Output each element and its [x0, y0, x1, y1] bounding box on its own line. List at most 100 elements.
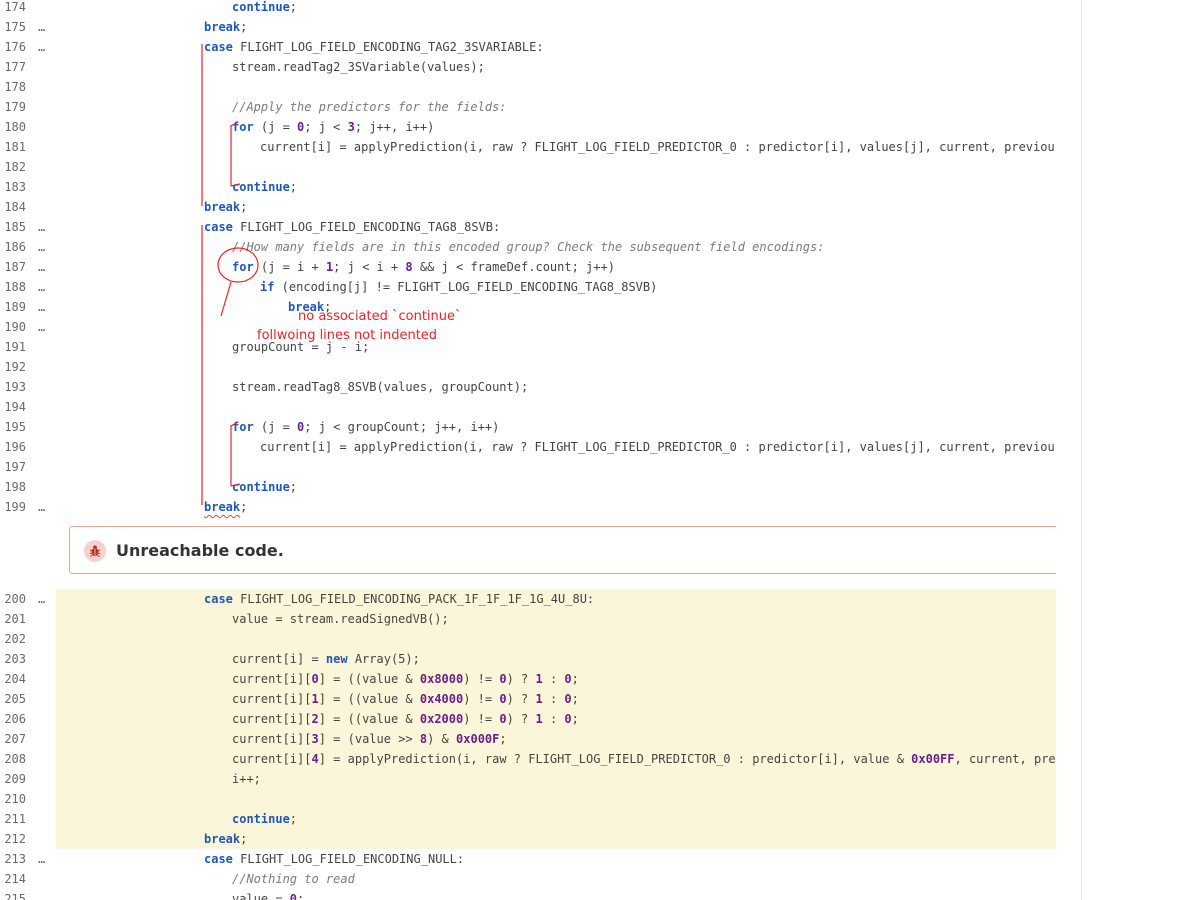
- gutter: [0, 749, 56, 769]
- line-number[interactable]: 188: [4, 280, 26, 294]
- code-line: 175 … break;: [0, 17, 1056, 37]
- line-number[interactable]: 184: [4, 200, 26, 214]
- gutter: [0, 829, 56, 849]
- line-number[interactable]: 178: [4, 80, 26, 94]
- code-line: 182: [0, 157, 1056, 177]
- line-number[interactable]: 181: [4, 140, 26, 154]
- line-number[interactable]: 201: [4, 612, 26, 626]
- line-number[interactable]: 180: [4, 120, 26, 134]
- code-token: 1: [535, 712, 543, 726]
- code-token: case: [204, 220, 233, 234]
- code-token: ; j++, i++): [354, 120, 435, 134]
- line-number[interactable]: 179: [4, 100, 26, 114]
- code-token: 1: [325, 260, 334, 274]
- more-options-icon[interactable]: …: [38, 240, 45, 254]
- more-options-icon[interactable]: …: [38, 320, 45, 334]
- issue-message-box[interactable]: Unreachable code.: [69, 526, 1056, 574]
- code-token: ;: [240, 20, 248, 34]
- code-token: value =: [232, 892, 290, 900]
- code-token: 1: [311, 692, 319, 706]
- more-options-icon[interactable]: …: [38, 260, 45, 274]
- code-text: break;: [204, 829, 247, 849]
- more-options-icon[interactable]: …: [38, 220, 45, 234]
- code-token: ] = applyPrediction(i, raw ? FLIGHT_LOG_…: [318, 752, 912, 766]
- line-number[interactable]: 185: [4, 220, 26, 234]
- code-text: //Nothing to read: [232, 869, 355, 889]
- code-line: 179 //Apply the predictors for the fields…: [0, 97, 1056, 117]
- line-number[interactable]: 207: [4, 732, 26, 746]
- code-token: 0: [297, 120, 305, 134]
- code-line: 212 break;: [0, 829, 1056, 849]
- code-token: current[i][: [232, 712, 312, 726]
- code-token: 0: [564, 672, 572, 686]
- line-number[interactable]: 189: [4, 300, 26, 314]
- more-options-icon[interactable]: …: [38, 592, 45, 606]
- code-text: current[i][1] = ((value & 0x4000) != 0) …: [232, 689, 579, 709]
- code-token: ] = ((value &: [318, 712, 420, 726]
- code-text: case FLIGHT_LOG_FIELD_ENCODING_PACK_1F_1…: [204, 589, 594, 609]
- code-token: 0x00FF: [911, 752, 955, 766]
- code-text: for (j = i + 1; j < i + 8 && j < frameDe…: [232, 257, 615, 277]
- code-token: ; j <: [304, 120, 348, 134]
- line-number[interactable]: 183: [4, 180, 26, 194]
- code-token: 3: [311, 732, 319, 746]
- more-options-icon[interactable]: …: [38, 852, 45, 866]
- line-number[interactable]: 203: [4, 652, 26, 666]
- line-number[interactable]: 186: [4, 240, 26, 254]
- code-text: break;: [204, 17, 247, 37]
- more-options-icon[interactable]: …: [38, 280, 45, 294]
- line-number[interactable]: 212: [4, 832, 26, 846]
- line-number[interactable]: 209: [4, 772, 26, 786]
- line-number[interactable]: 176: [4, 40, 26, 54]
- line-number[interactable]: 192: [4, 360, 26, 374]
- line-number[interactable]: 202: [4, 632, 26, 646]
- line-number[interactable]: 204: [4, 672, 26, 686]
- line-number[interactable]: 200: [4, 592, 26, 606]
- code-text: current[i][2] = ((value & 0x2000) != 0) …: [232, 709, 579, 729]
- code-token: :: [542, 712, 565, 726]
- line-number[interactable]: 197: [4, 460, 26, 474]
- line-number[interactable]: 211: [4, 812, 26, 826]
- line-number[interactable]: 191: [4, 340, 26, 354]
- code-token: ;: [240, 200, 248, 214]
- code-token: 0: [564, 692, 572, 706]
- line-number[interactable]: 199: [4, 500, 26, 514]
- code-text: value = stream.readSignedVB();: [232, 609, 449, 629]
- code-token: 1: [535, 692, 543, 706]
- line-number[interactable]: 195: [4, 420, 26, 434]
- more-options-icon[interactable]: …: [38, 40, 45, 54]
- line-number[interactable]: 177: [4, 60, 26, 74]
- code-line: 186 … //How many fields are in this encode…: [0, 237, 1056, 257]
- code-text: //How many fields are in this encoded gr…: [232, 237, 824, 257]
- code-token: 4: [311, 752, 319, 766]
- line-number[interactable]: 205: [4, 692, 26, 706]
- code-token: 0x4000: [419, 692, 464, 706]
- more-options-icon[interactable]: …: [38, 500, 45, 514]
- line-number[interactable]: 194: [4, 400, 26, 414]
- bug-icon: [84, 540, 106, 562]
- line-number[interactable]: 190: [4, 320, 26, 334]
- code-token: ;: [324, 300, 332, 314]
- more-options-icon[interactable]: …: [38, 20, 45, 34]
- line-number[interactable]: 182: [4, 160, 26, 174]
- line-number[interactable]: 187: [4, 260, 26, 274]
- code-token: && j < frameDef.count; j++): [412, 260, 615, 274]
- line-number[interactable]: 175: [4, 20, 26, 34]
- line-number[interactable]: 206: [4, 712, 26, 726]
- line-number[interactable]: 193: [4, 380, 26, 394]
- code-token: ; j < groupCount; j++, i++): [304, 420, 500, 434]
- line-number[interactable]: 196: [4, 440, 26, 454]
- line-number[interactable]: 208: [4, 752, 26, 766]
- line-number[interactable]: 213: [4, 852, 26, 866]
- code-text: //Apply the predictors for the fields:: [232, 97, 507, 117]
- line-number[interactable]: 215: [4, 892, 26, 900]
- line-number[interactable]: 210: [4, 792, 26, 806]
- more-options-icon[interactable]: …: [38, 300, 45, 314]
- line-number[interactable]: 214: [4, 872, 26, 886]
- line-number[interactable]: 198: [4, 480, 26, 494]
- line-number[interactable]: 174: [4, 0, 26, 14]
- code-token: current[i][: [232, 732, 312, 746]
- gutter: [0, 809, 56, 829]
